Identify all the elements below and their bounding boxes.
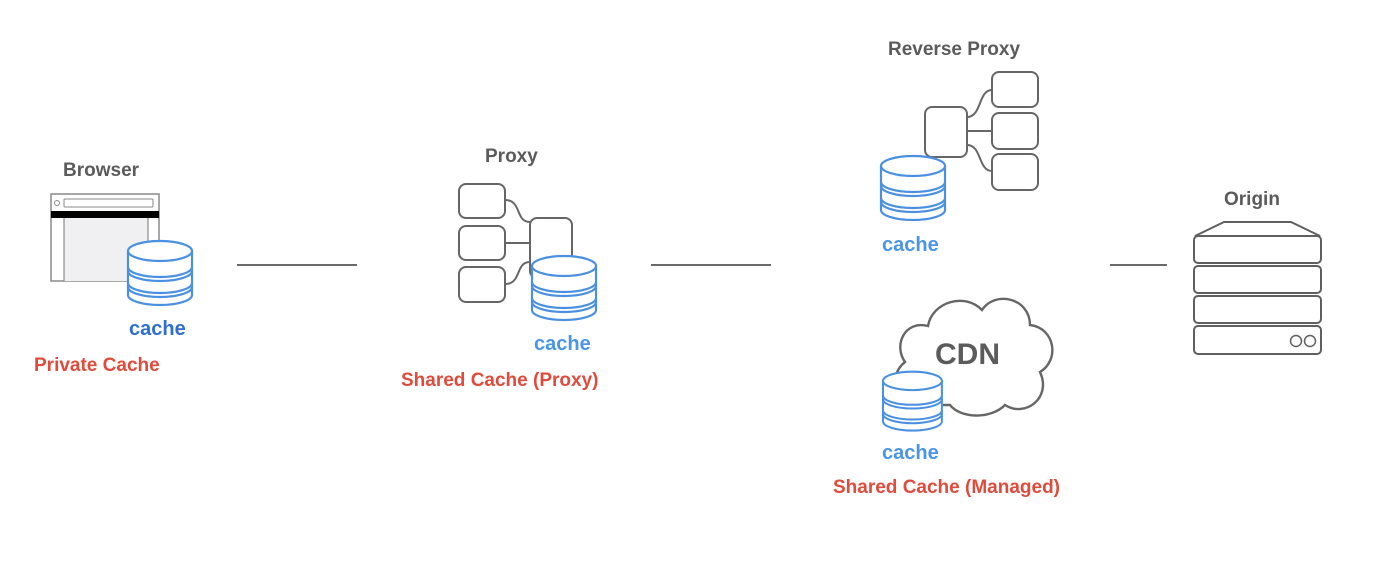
cdn-cache-label: cache xyxy=(882,442,939,464)
proxy-title: Proxy xyxy=(485,146,538,167)
reverse-proxy-cache-label: cache xyxy=(882,234,939,256)
reverse-proxy-network-icon xyxy=(924,71,1039,191)
browser-cache-label: cache xyxy=(129,318,186,340)
proxy-cache-label: cache xyxy=(534,333,591,355)
reverse-proxy-cache-database-icon xyxy=(879,154,947,222)
reverse-proxy-title: Reverse Proxy xyxy=(888,39,1021,60)
private-cache-label: Private Cache xyxy=(34,355,160,376)
cdn-title: CDN xyxy=(935,338,1000,371)
browser-cache-database-icon xyxy=(126,239,194,307)
server-rack-icon xyxy=(1193,221,1322,355)
shared-cache-managed-label: Shared Cache (Managed) xyxy=(833,477,1060,498)
shared-cache-proxy-label: Shared Cache (Proxy) xyxy=(401,370,599,391)
cdn-cache-database-icon xyxy=(881,370,943,432)
origin-title: Origin xyxy=(1224,189,1280,210)
browser-title: Browser xyxy=(63,160,140,181)
proxy-cache-database-icon xyxy=(530,254,598,322)
